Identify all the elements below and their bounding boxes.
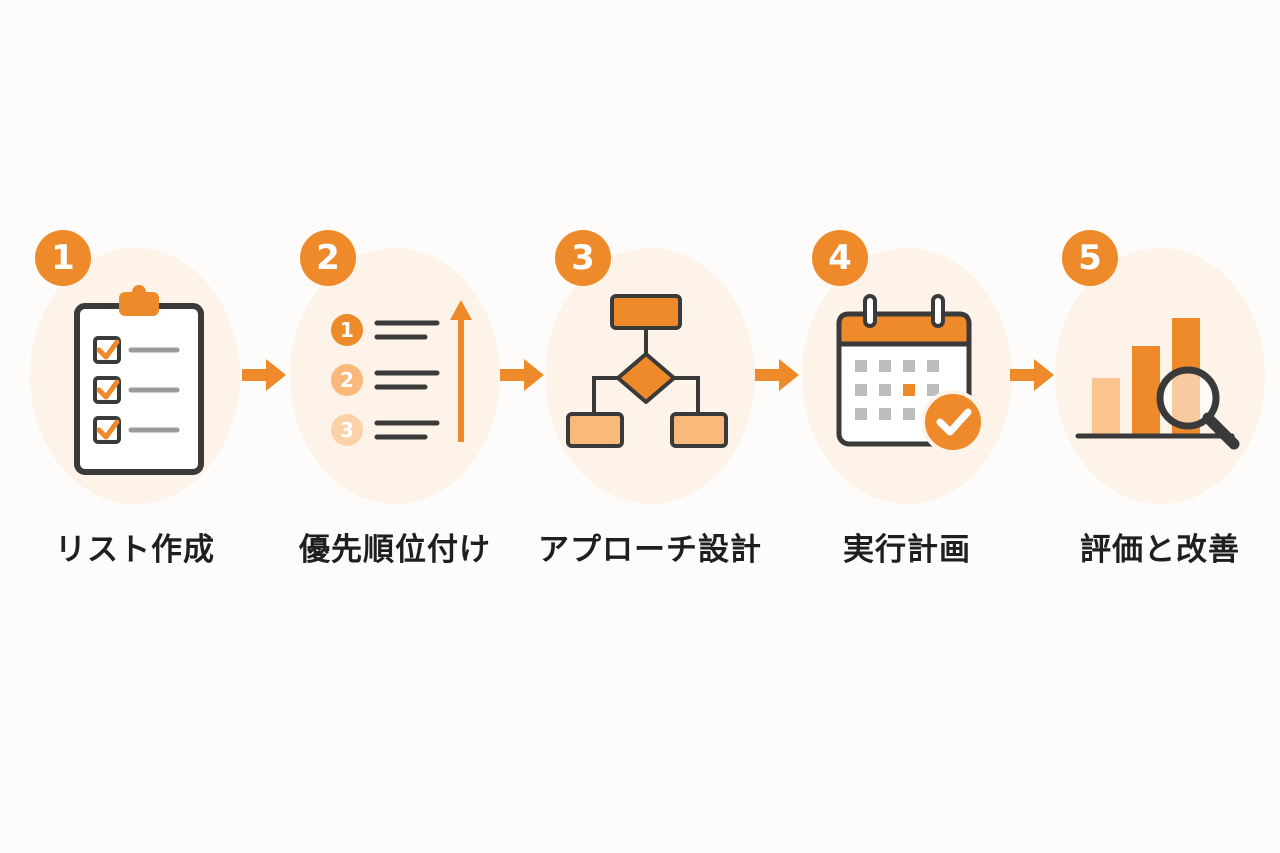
step-3: 3 アプローチ設計 <box>530 230 770 590</box>
flowchart-icon <box>566 294 728 448</box>
step-5-number-badge: 5 <box>1062 230 1118 286</box>
step-3-label: アプローチ設計 <box>538 532 762 568</box>
calendar-check-icon <box>836 294 985 454</box>
step-5-label: 評価と改善 <box>1080 532 1240 568</box>
step-1-number-badge: 1 <box>35 230 91 286</box>
step-2-background <box>290 248 500 504</box>
step-4: 4 実行計画 <box>787 230 1027 590</box>
step-2-label: 優先順位付け <box>299 532 491 568</box>
arrow-right-icon <box>755 359 799 391</box>
step-5: 5 評価と改善 <box>1040 230 1280 590</box>
priority-number-2: 2 <box>340 368 354 392</box>
clipboard-checklist-icon <box>74 285 204 475</box>
step-4-label: 実行計画 <box>843 532 971 568</box>
priority-list-icon: 1 2 3 <box>331 300 472 446</box>
step-3-number-badge: 3 <box>555 230 611 286</box>
arrow-right-icon <box>1010 359 1054 391</box>
step-2: 2 1 2 3 優先順位付け <box>275 230 515 590</box>
chart-magnifier-icon <box>1075 318 1240 450</box>
arrow-right-icon <box>500 359 544 391</box>
arrow-right-icon <box>242 359 286 391</box>
step-2-number-badge: 2 <box>300 230 356 286</box>
priority-number-3: 3 <box>340 418 354 442</box>
step-1: 1 リスト作成 <box>15 230 255 590</box>
step-1-label: リスト作成 <box>55 532 215 568</box>
priority-number-1: 1 <box>340 318 354 342</box>
step-4-number-badge: 4 <box>812 230 868 286</box>
